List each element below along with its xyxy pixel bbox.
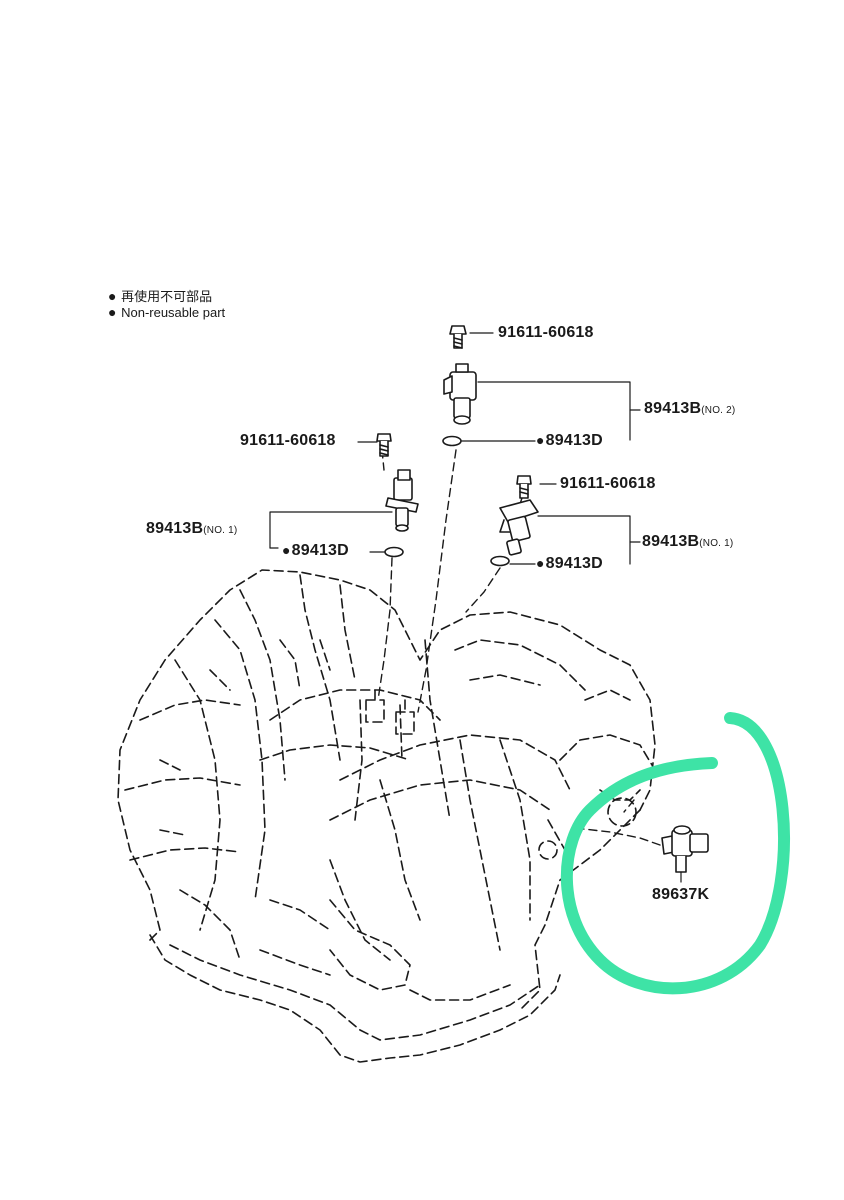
speed-sensor-drawing: [661, 825, 709, 873]
oring-left-drawing: [384, 546, 404, 558]
label-sensor-no1-right: 89413B(NO. 1): [642, 533, 733, 551]
install-lines: [377, 449, 661, 846]
legend-en: ● Non-reusable part: [108, 304, 225, 320]
label-sensor-no2-note: (NO. 2): [701, 405, 736, 416]
label-oring-right: ●89413D: [536, 555, 603, 573]
highlight-circle: [560, 712, 790, 995]
label-oring-right-code: 89413D: [545, 555, 603, 572]
oring-no2-drawing: [442, 435, 462, 447]
label-sensor-no1-left-note: (NO. 1): [203, 525, 238, 536]
legend-bullet-2: ●: [108, 304, 117, 320]
label-oring-left-code: 89413D: [291, 542, 349, 559]
legend-jp: ● 再使用不可部品: [108, 286, 212, 305]
sensor-no2-drawing: [443, 363, 477, 425]
label-sensor-no2-code: 89413B: [644, 400, 702, 417]
label-sensor-no1-left: 89413B(NO. 1): [146, 520, 237, 538]
label-bolt-right: 91611-60618: [560, 475, 656, 492]
sensor-no1-left-drawing: [385, 469, 419, 532]
oring-right-bullet: ●: [536, 555, 545, 571]
sensor-no1-right-drawing: [499, 499, 539, 556]
label-bolt-left: 91611-60618: [240, 432, 336, 449]
oring-right-drawing: [490, 555, 510, 567]
oring-left-bullet: ●: [282, 542, 291, 558]
transmission-housing: [117, 569, 656, 1063]
label-sensor-no1-left-code: 89413B: [146, 520, 204, 537]
legend-bullet-1: ●: [108, 288, 117, 304]
label-speed-sensor: 89637K: [652, 886, 710, 903]
label-oring-no2-code: 89413D: [545, 432, 603, 449]
bolt-left-drawing: [376, 433, 392, 457]
label-sensor-no2: 89413B(NO. 2): [644, 400, 735, 418]
oring-no2-bullet: ●: [536, 432, 545, 448]
label-bolt-top: 91611-60618: [498, 324, 594, 341]
label-sensor-no1-right-note: (NO. 1): [699, 538, 734, 549]
bolt-top-drawing: [449, 325, 467, 349]
label-oring-no2: ●89413D: [536, 432, 603, 450]
legend-jp-text: 再使用不可部品: [121, 289, 213, 304]
leader-lines: [269, 332, 682, 883]
label-sensor-no1-right-code: 89413B: [642, 533, 700, 550]
label-oring-left: ●89413D: [282, 542, 349, 560]
legend-en-text: Non-reusable part: [121, 305, 226, 320]
bolt-right-drawing: [516, 475, 532, 499]
